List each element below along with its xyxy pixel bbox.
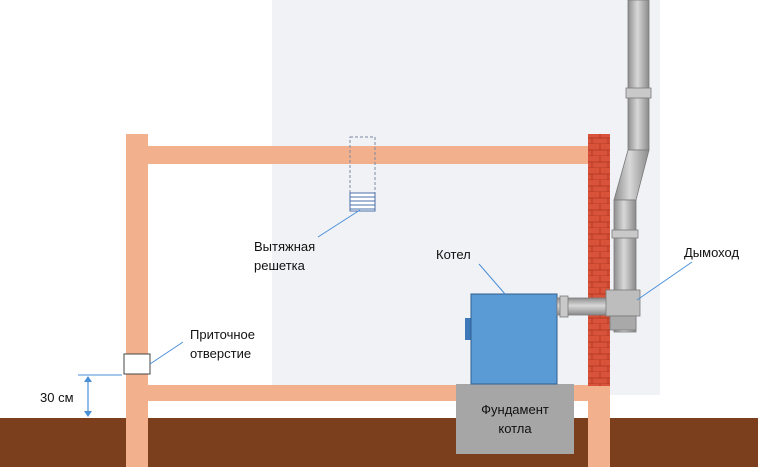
chimney-leader (636, 261, 693, 301)
chimney-pipe (605, 0, 652, 333)
flue-collar (559, 295, 569, 318)
exhaust-grille-label-1: Вытяжная (254, 239, 315, 254)
foundation-label-1: Фундамент (481, 402, 549, 417)
brick-wall (588, 134, 610, 386)
boiler-foundation (456, 384, 574, 454)
boiler-label: Котел (436, 247, 471, 262)
intake-label-1: Приточное (190, 327, 255, 342)
right-wall-lower (588, 385, 610, 467)
exhaust-grille-label-2: решетка (254, 258, 306, 273)
boiler-leader (478, 263, 506, 295)
foundation-label-2: котла (498, 421, 532, 436)
exhaust-grille-leader (317, 209, 361, 238)
ceiling-beam (126, 146, 591, 164)
boiler-handle (465, 318, 472, 340)
left-wall (126, 134, 148, 467)
boiler (470, 293, 558, 385)
intake-opening (123, 353, 151, 375)
intake-label-2: отверстие (190, 346, 251, 361)
intake-leader (149, 341, 184, 365)
exhaust-grille (349, 136, 376, 212)
chimney-label: Дымоход (684, 245, 739, 260)
height-label: 30 см (40, 390, 74, 405)
height-dimension (78, 374, 122, 417)
ground (0, 418, 758, 467)
